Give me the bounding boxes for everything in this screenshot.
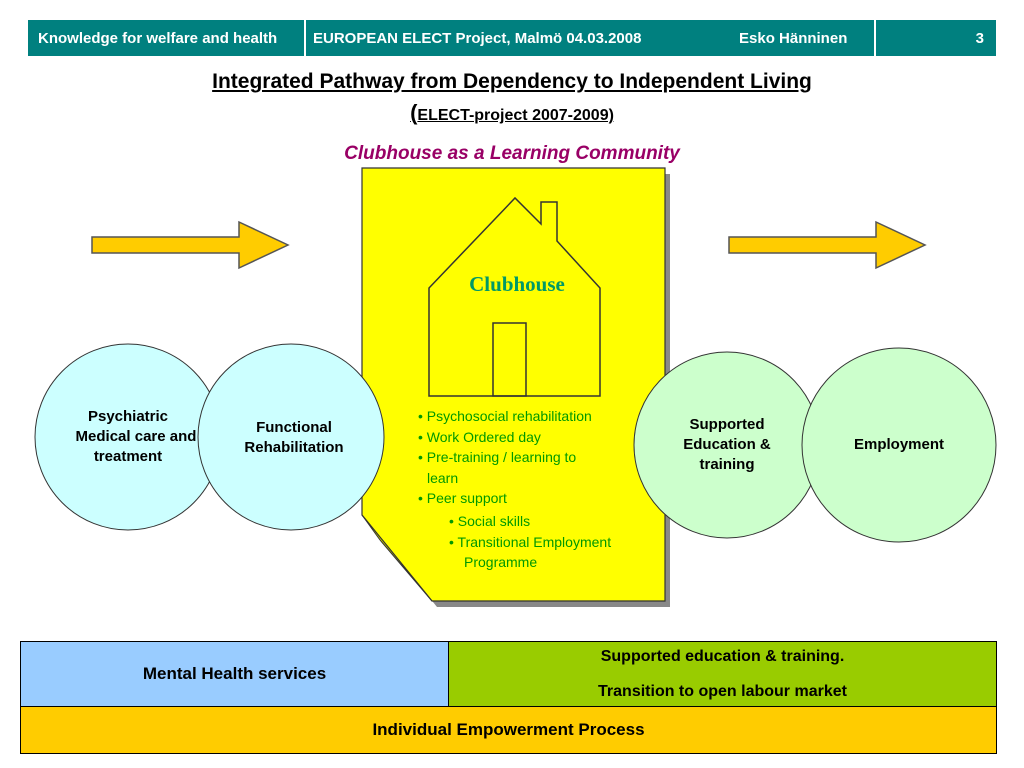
project-text: ELECT-project 2007-2009) xyxy=(417,107,614,124)
supported-line: Supported xyxy=(689,416,765,433)
bullet-item: • Pre-training / learning to xyxy=(418,449,577,465)
house-icon xyxy=(428,196,601,397)
header-divider-2 xyxy=(874,20,876,56)
slide-number: 3 xyxy=(975,30,984,47)
band-mental-health-text: Mental Health services xyxy=(142,664,327,683)
clubhouse-sub-bullets: • Social skills • Transitional Employmen… xyxy=(449,511,611,573)
note-fold xyxy=(361,514,433,602)
circle-functional xyxy=(197,343,385,531)
psychiatric-line: Medical care and xyxy=(75,428,197,445)
page-title-text: Integrated Pathway from Dependency to In… xyxy=(212,70,812,93)
clubhouse-label: Clubhouse xyxy=(469,272,565,296)
psychiatric-label: Psychiatric Medical care and treatment xyxy=(40,407,216,467)
band-supported-line: Transition to open labour market xyxy=(598,683,847,700)
employment-line: Employment xyxy=(853,436,944,453)
supported-line: Education & xyxy=(683,436,771,453)
supported-label: Supported Education & training xyxy=(639,415,815,475)
project-paren: ( xyxy=(410,100,418,125)
arrow-right xyxy=(728,220,927,270)
header-author: Esko Hänninen xyxy=(739,30,848,47)
functional-line: Functional xyxy=(256,419,332,436)
band-empowerment: Individual Empowerment Process xyxy=(20,706,997,754)
sub-bullet-item: Programme xyxy=(464,554,538,570)
bullet-item: learn xyxy=(427,469,459,486)
arrow-left xyxy=(91,220,290,270)
project-line: (ELECT-project 2007-2009) xyxy=(0,100,1024,126)
bullet-item: • Peer support xyxy=(418,490,507,506)
psychiatric-line: Psychiatric xyxy=(87,408,169,425)
bullet-item: • Work Ordered day xyxy=(418,428,541,445)
sub-bullet-item: • Social skills xyxy=(449,513,531,529)
bullet-item: • Psychosocial rehabilitation xyxy=(418,408,592,424)
employment-label: Employment xyxy=(811,435,987,455)
circle-employment xyxy=(801,347,997,543)
band-supported-line: Supported education & training. xyxy=(600,648,845,665)
band-mental-health: Mental Health services xyxy=(20,641,449,707)
band-empowerment-text: Individual Empowerment Process xyxy=(372,720,645,739)
subtitle: Clubhouse as a Learning Community xyxy=(0,143,1024,165)
subtitle-text: Clubhouse as a Learning Community xyxy=(344,143,680,164)
sub-bullet-item: • Transitional Employment xyxy=(449,533,612,550)
header-event: EUROPEAN ELECT Project, Malmö 04.03.2008… xyxy=(306,20,874,56)
functional-label: Functional Rehabilitation xyxy=(206,418,382,458)
header-event-text: EUROPEAN ELECT Project, Malmö 04.03.2008 xyxy=(313,30,642,47)
page-title: Integrated Pathway from Dependency to In… xyxy=(0,70,1024,94)
header-org-text: Knowledge for welfare and health xyxy=(38,30,278,47)
functional-line: Rehabilitation xyxy=(244,439,344,456)
house-door xyxy=(492,322,527,397)
band-supported: Supported education & training. Transiti… xyxy=(448,641,997,707)
header-org: Knowledge for welfare and health xyxy=(28,20,304,56)
psychiatric-line: treatment xyxy=(93,448,163,465)
header-divider xyxy=(304,20,306,56)
clubhouse-bullets: • Psychosocial rehabilitation • Work Ord… xyxy=(418,406,592,509)
supported-line: training xyxy=(699,456,755,473)
header-page: 3 xyxy=(876,20,996,56)
